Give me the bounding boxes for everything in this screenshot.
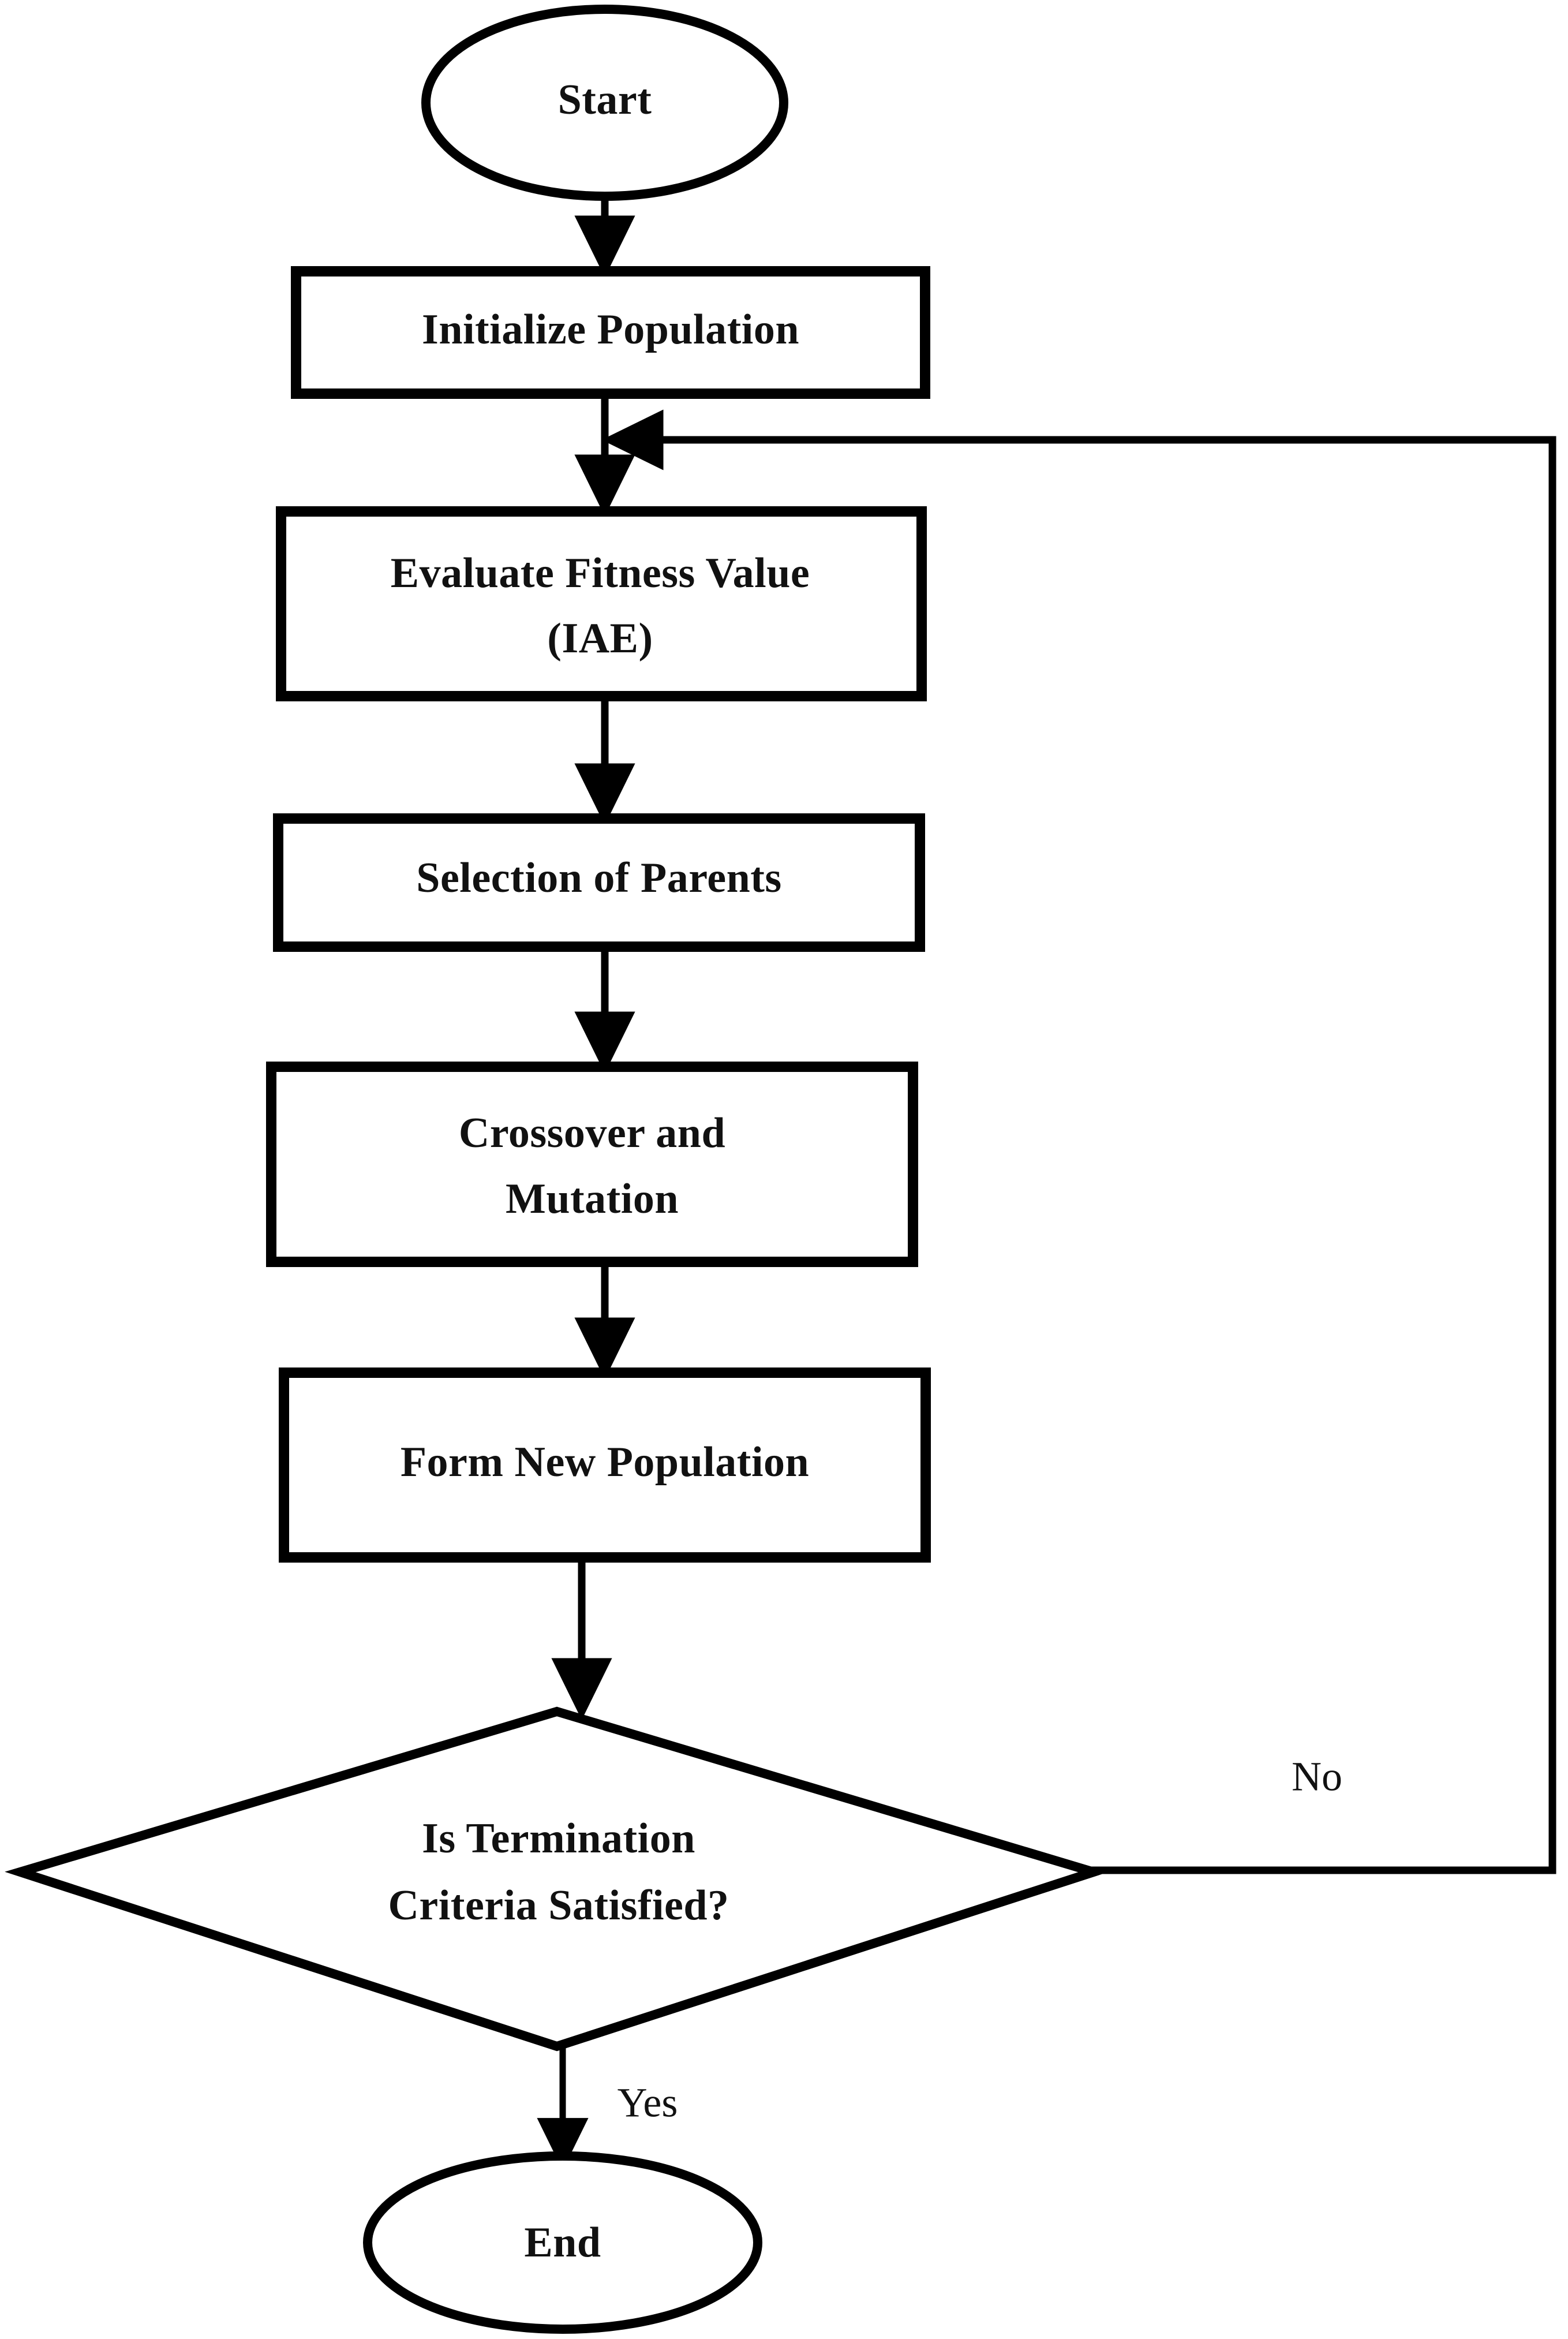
node-end-label: End (524, 2219, 601, 2266)
node-crossover-label-line2: Mutation (506, 1175, 679, 1223)
node-newpop-shape (279, 1367, 931, 1563)
node-decision-label-line2: Criteria Satisfied? (388, 1882, 729, 1929)
node-evaluate-label-line1: Evaluate Fitness Value (391, 550, 810, 597)
node-evaluate-label-line2: (IAE) (547, 615, 653, 662)
node-start-label: Start (558, 76, 652, 124)
node-selection-label: Selection of Parents (416, 854, 781, 902)
node-evaluate-shape (276, 506, 927, 701)
edge-label-no: No (1292, 1754, 1342, 1800)
edge-label-yes: Yes (618, 2080, 678, 2126)
node-crossover-label-line1: Crossover and (459, 1109, 725, 1157)
node-decision-label-line1: Is Termination (422, 1815, 695, 1862)
node-decision-shape (5, 1706, 1109, 2052)
node-start-shape (421, 5, 788, 201)
node-selection-shape (273, 813, 925, 952)
node-crossover-shape (266, 1062, 918, 1267)
node-init-label: Initialize Population (422, 306, 799, 353)
node-init-shape (291, 266, 930, 399)
edge-decision-no-feedback-loop (601, 409, 1556, 1874)
node-newpop-label: Form New Population (401, 1438, 809, 1486)
node-end-shape (363, 2151, 762, 2334)
